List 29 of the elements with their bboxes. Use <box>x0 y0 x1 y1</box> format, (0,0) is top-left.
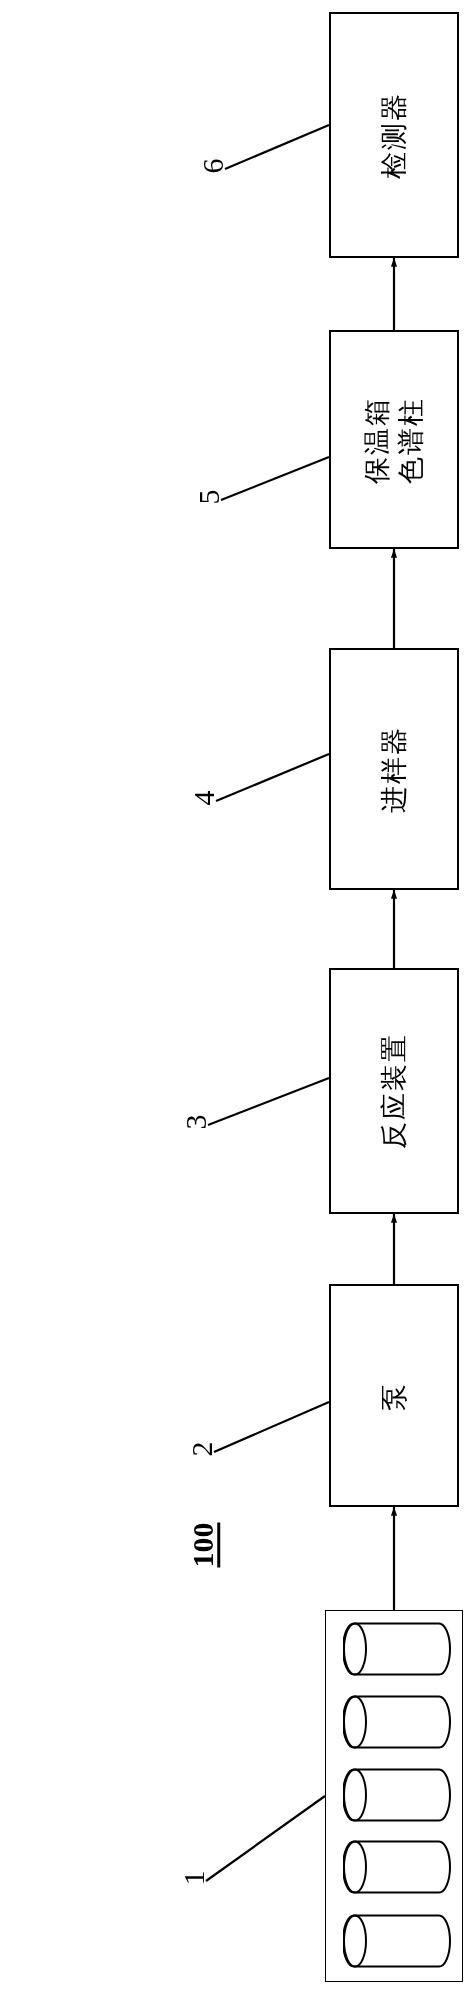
arrow <box>390 549 398 648</box>
arrow <box>390 890 398 968</box>
box-label: 保温箱色谱柱 <box>360 395 427 486</box>
process-box <box>329 12 459 258</box>
arrow <box>390 258 398 330</box>
leader-line <box>220 455 330 502</box>
box-label: 泵 <box>377 1380 411 1412</box>
process-box <box>329 968 459 1214</box>
figure-number: 100 <box>185 1522 221 1568</box>
leader-line <box>205 1795 326 1882</box>
rack-box <box>325 1610 463 1982</box>
callout-number: 3 <box>178 1114 214 1130</box>
leader-line <box>207 1076 330 1127</box>
leader-line <box>213 1401 330 1453</box>
box-label: 检测器 <box>377 90 411 181</box>
box-label: 进样器 <box>377 724 411 815</box>
process-box <box>329 1284 459 1507</box>
arrow <box>390 1507 398 1610</box>
box-label: 反应装置 <box>377 1032 411 1151</box>
callout-number: 6 <box>195 158 231 174</box>
callout-number: 2 <box>184 1441 220 1457</box>
callout-number: 1 <box>176 1870 212 1886</box>
process-box <box>329 330 459 549</box>
callout-number: 4 <box>186 790 222 806</box>
callout-number: 5 <box>191 489 227 505</box>
process-box <box>329 648 459 890</box>
leader-line <box>224 124 330 170</box>
leader-line <box>215 753 330 802</box>
arrow <box>390 1214 398 1284</box>
